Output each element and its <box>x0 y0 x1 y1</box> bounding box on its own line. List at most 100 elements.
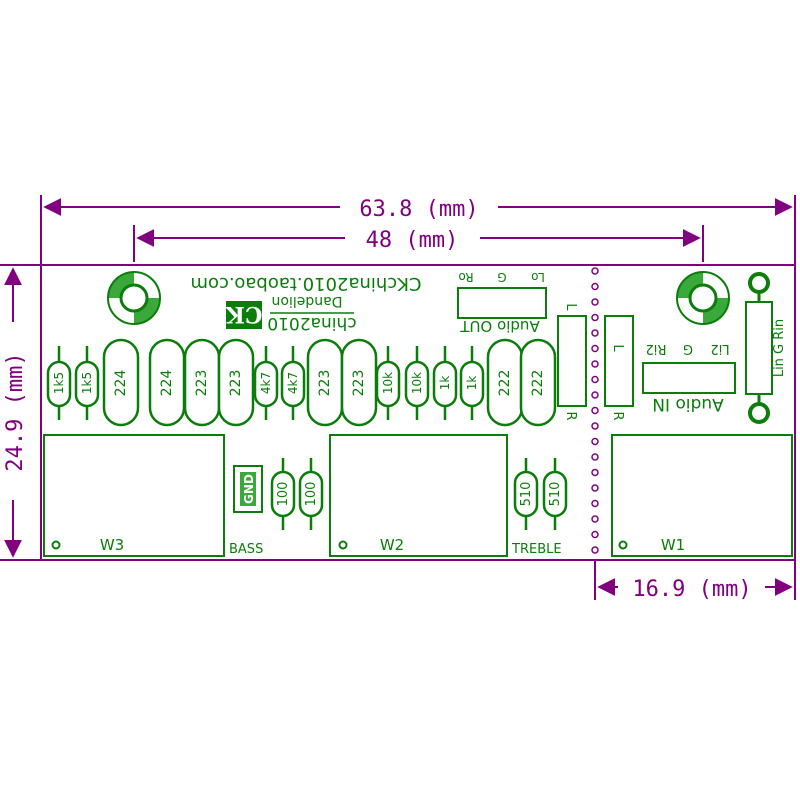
side-connector-label-block: Lin G Rin <box>772 319 787 377</box>
audio-in-title-block: Audio IN <box>652 394 723 414</box>
header-pin <box>591 437 599 446</box>
audio-in-connector <box>642 362 736 394</box>
audio-in-pin-li2: Li2 <box>710 341 729 356</box>
conn-a-l-label: L <box>563 303 578 311</box>
conn-a-l-label-block: L <box>563 303 578 311</box>
header-pin <box>591 360 599 368</box>
resistor-value: 510 <box>548 482 563 507</box>
resistor-value: 1k5 <box>80 372 94 394</box>
resistor-value: 4k7 <box>286 372 300 394</box>
resistor-value: 1k <box>465 376 479 391</box>
brand-author: china2010 <box>267 313 356 333</box>
resistor: 510 <box>513 458 539 530</box>
resistor-body <box>298 470 324 518</box>
resistor-body <box>46 360 72 408</box>
capacitor: 224 <box>148 338 186 427</box>
resistor-body <box>375 360 401 408</box>
capacitor-value: 223 <box>317 370 333 397</box>
resistor-value: 1k <box>438 376 452 391</box>
capacitor-value: 222 <box>530 370 546 397</box>
resistor-value: 10k <box>381 372 395 394</box>
header-pin <box>591 267 599 275</box>
capacitor: 222 <box>486 338 524 427</box>
audio-out-connector <box>457 287 547 319</box>
pot-w1-label: W1 <box>661 536 685 554</box>
resistor-body <box>459 360 485 408</box>
side-connector-pad-top <box>748 272 770 294</box>
conn-b-r-label-block: R <box>610 411 625 420</box>
side-connector-label: Lin G Rin <box>772 319 787 377</box>
header-pin <box>591 530 599 539</box>
resistor-body <box>74 360 100 408</box>
resistor-value: 510 <box>519 482 534 507</box>
resistor-value: 100 <box>276 482 291 507</box>
resistor-body <box>432 360 458 408</box>
gnd-label-block: GND <box>242 474 256 504</box>
header-pin <box>591 282 599 291</box>
capacitor-value: 224 <box>113 370 129 397</box>
side-connector-body <box>745 301 773 395</box>
audio-out-pin-g: G <box>497 270 506 284</box>
header-pin <box>591 468 599 477</box>
pot-w1-outline <box>611 434 793 557</box>
bass-label: BASS <box>229 542 263 557</box>
gnd-label: GND <box>242 474 256 504</box>
dim-hole-spacing: 48 (mm) <box>366 228 459 253</box>
capacitor: 224 <box>102 338 140 427</box>
capacitor-value: 222 <box>497 370 513 397</box>
header-pin <box>591 406 599 415</box>
conn-a-r-label-block: R <box>563 411 578 420</box>
audio-in-pins-block: Li2 G Ri2 <box>646 341 730 356</box>
resistor: 4k7 <box>253 346 279 420</box>
dim-right-section: 16.9 (mm) <box>632 577 751 602</box>
pot-w3-label: W3 <box>100 536 124 554</box>
resistor: 100 <box>298 458 324 530</box>
conn-b-l-label-block: L <box>610 344 625 352</box>
gnd-box <box>233 465 263 513</box>
resistor-body <box>404 360 430 408</box>
header-pin <box>591 422 599 430</box>
capacitor: 222 <box>519 338 557 427</box>
pot-w2-outline <box>329 434 508 557</box>
resistor: 1k <box>432 346 458 420</box>
connector-left-channel-a <box>557 315 587 407</box>
resistor-value: 10k <box>410 372 424 394</box>
dim-height: 24.9 (mm) <box>3 352 28 471</box>
capacitor-value: 224 <box>159 370 175 397</box>
side-connector-pad-bottom <box>748 402 770 424</box>
pot-w2-label: W2 <box>380 536 404 554</box>
pot-w3-outline <box>43 434 225 557</box>
resistor-body <box>270 470 296 518</box>
brand-block: CKchina2010.taobao.com <box>190 273 421 294</box>
mounting-hole-left <box>107 271 161 325</box>
conn-b-l-label: L <box>610 344 625 352</box>
header-pin <box>591 298 599 306</box>
gnd-label-bg <box>240 472 256 506</box>
pot-w2-pin-dot <box>338 540 348 550</box>
audio-out-title: Audio OUT <box>459 317 539 335</box>
treble-label: TREBLE <box>511 542 562 557</box>
pin-header-strip <box>591 267 599 554</box>
resistor: 1k5 <box>74 346 100 420</box>
dim-overall-width: 63.8 (mm) <box>359 197 478 222</box>
capacitor-body <box>519 338 557 427</box>
capacitor: 223 <box>306 338 344 427</box>
header-pin <box>591 329 599 337</box>
brand-name: Dandelion <box>272 293 343 309</box>
resistor-value: 4k7 <box>259 372 273 394</box>
audio-in-title: Audio IN <box>652 394 723 414</box>
resistor-body <box>253 360 279 408</box>
resistor-value: 1k5 <box>52 372 66 394</box>
capacitor-value: 223 <box>194 370 210 397</box>
audio-out-pin-lo: Lo <box>531 270 545 284</box>
resistor-body <box>513 470 539 518</box>
capacitor-body <box>102 338 140 427</box>
resistor: 10k <box>404 346 430 420</box>
audio-out-pins-block: Lo G Ro <box>458 270 544 284</box>
resistor-value: 100 <box>304 482 319 507</box>
header-pin <box>591 499 599 508</box>
resistor: 10k <box>375 346 401 420</box>
resistor-body <box>280 360 306 408</box>
